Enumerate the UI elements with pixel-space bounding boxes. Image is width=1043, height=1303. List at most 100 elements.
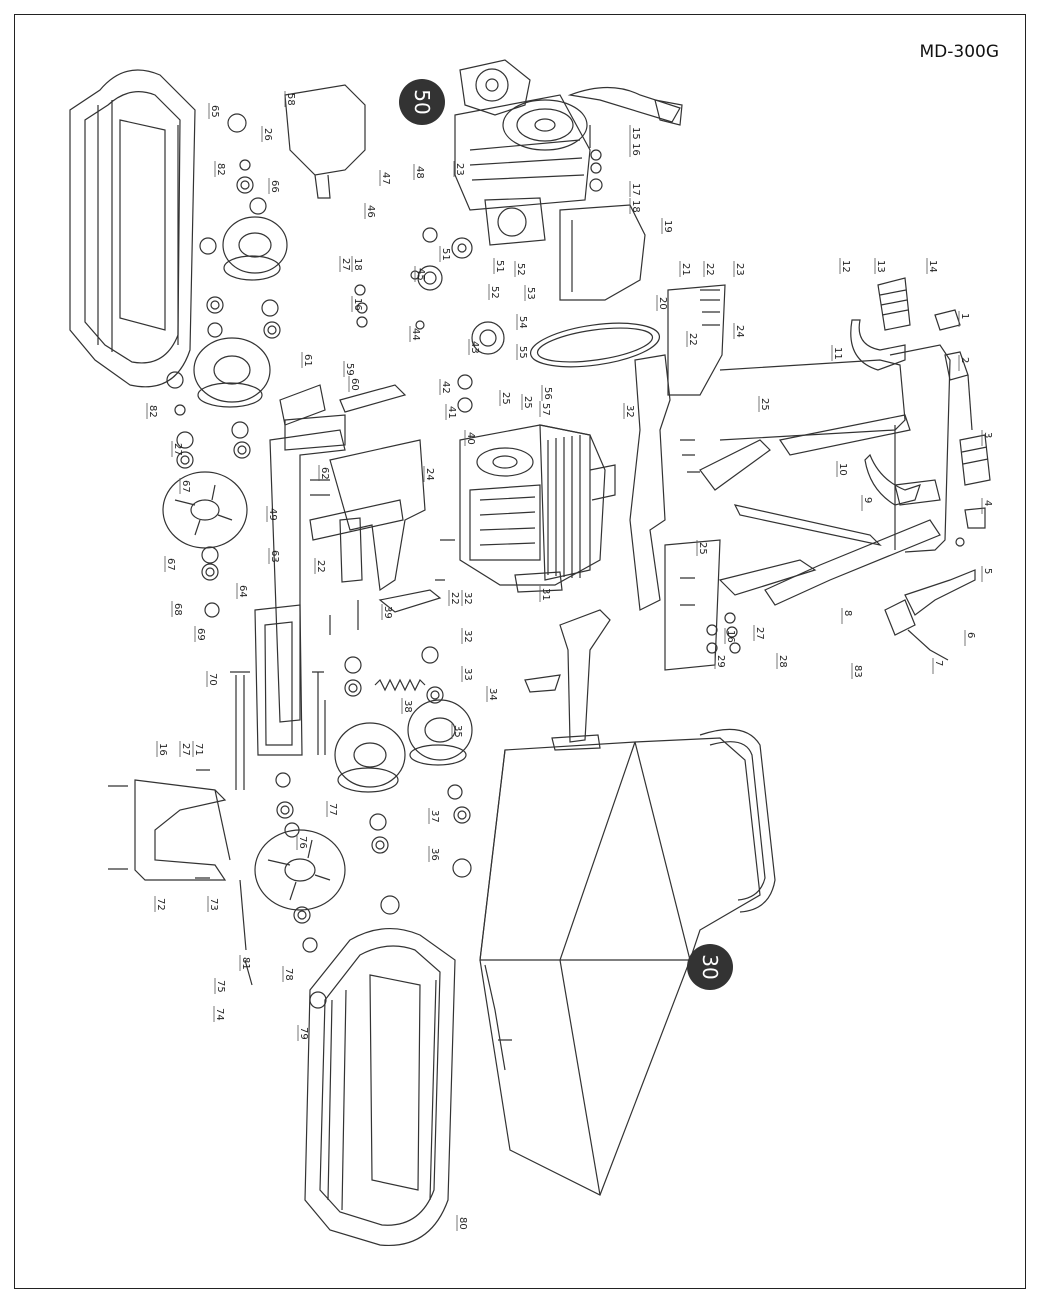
part-label: 16 bbox=[352, 298, 363, 311]
transmission-assembly bbox=[454, 59, 683, 246]
part-label: 76 bbox=[297, 836, 308, 849]
part-label: 33 bbox=[462, 668, 473, 681]
part-label: 18 bbox=[630, 200, 641, 213]
part-label: 5 bbox=[982, 568, 993, 574]
part-label: 81 bbox=[240, 957, 251, 970]
grips bbox=[877, 277, 991, 486]
part-label: 66 bbox=[269, 180, 280, 193]
hardware-small-parts bbox=[166, 113, 741, 1009]
part-label: 27 bbox=[340, 258, 351, 271]
part-label: 69 bbox=[195, 628, 206, 641]
part-label: 32 bbox=[462, 592, 473, 605]
track-upper-left bbox=[69, 69, 196, 388]
part-label: 42 bbox=[440, 381, 451, 394]
shield-59 bbox=[284, 84, 366, 199]
tow-bar bbox=[524, 609, 611, 751]
part-label: 10 bbox=[837, 463, 848, 476]
main-frame bbox=[254, 384, 426, 756]
part-label: 52 bbox=[515, 263, 526, 276]
part-label: 16 bbox=[157, 743, 168, 756]
part-label: 60 bbox=[349, 378, 360, 391]
part-label: 67 bbox=[165, 558, 176, 571]
part-label: 3 bbox=[982, 432, 993, 438]
part-label: 52 bbox=[489, 286, 500, 299]
drawing-frame bbox=[14, 14, 1026, 1289]
part-label: 74 bbox=[214, 1008, 225, 1021]
part-label: 77 bbox=[327, 803, 338, 816]
part-label: 82 bbox=[147, 405, 158, 418]
part-label: 25 bbox=[759, 398, 770, 411]
part-label: 65 bbox=[209, 105, 220, 118]
part-label: 17 bbox=[630, 183, 641, 196]
model-label: MD-300G bbox=[919, 42, 999, 62]
part-label: 40 bbox=[465, 432, 476, 445]
part-label: 44 bbox=[410, 328, 421, 341]
part-label: 22 bbox=[449, 592, 460, 605]
part-label: 2 bbox=[959, 357, 970, 363]
part-label: 38 bbox=[402, 700, 413, 713]
frame-26 bbox=[629, 354, 671, 611]
part-label: 11 bbox=[832, 347, 843, 360]
part-label: 27 bbox=[172, 443, 183, 456]
control-levers bbox=[850, 309, 986, 661]
part-label: 78 bbox=[283, 968, 294, 981]
part-label: 25 bbox=[500, 392, 511, 405]
handlebar-assembly bbox=[699, 344, 951, 606]
part-label: 9 bbox=[862, 497, 873, 503]
part-label: 22 bbox=[315, 560, 326, 573]
part-label: 1 bbox=[959, 313, 970, 319]
bracket-61 bbox=[339, 384, 407, 413]
part-label: 22 bbox=[704, 263, 715, 276]
part-label: 41 bbox=[446, 406, 457, 419]
part-label: 59 bbox=[344, 363, 355, 376]
badge-50: 50 bbox=[410, 89, 434, 114]
belt-20-inner bbox=[536, 327, 654, 363]
part-label: 31 bbox=[540, 588, 551, 601]
part-label: 23 bbox=[734, 263, 745, 276]
part-label: 34 bbox=[487, 688, 498, 701]
part-label: 6 bbox=[965, 632, 976, 638]
part-label: 61 bbox=[302, 354, 313, 367]
part-label: 27 bbox=[180, 743, 191, 756]
bracket-73 bbox=[134, 779, 231, 881]
badge-30-circle bbox=[687, 944, 733, 990]
part-label: 82 bbox=[215, 163, 226, 176]
part-label: 24 bbox=[734, 325, 745, 338]
part-label: 83 bbox=[852, 665, 863, 678]
part-label: 55 bbox=[517, 346, 528, 359]
part-label: 68 bbox=[172, 603, 183, 616]
part-label: 37 bbox=[429, 810, 440, 823]
part-label: 28 bbox=[777, 655, 788, 668]
part-label: 45 bbox=[415, 268, 426, 281]
part-label: 64 bbox=[237, 585, 248, 598]
part-label: 12 bbox=[840, 260, 851, 273]
badge-30: 30 bbox=[698, 954, 722, 979]
part-label: 56 bbox=[542, 387, 553, 400]
part-label: 4 bbox=[982, 500, 993, 506]
part-label: 20 bbox=[657, 297, 668, 310]
part-label: 32 bbox=[462, 630, 473, 643]
part-label: 75 bbox=[215, 980, 226, 993]
part-label: 73 bbox=[208, 898, 219, 911]
part-label: 21 bbox=[680, 263, 691, 276]
part-label: 15 bbox=[630, 127, 641, 140]
part-label: 49 bbox=[267, 508, 278, 521]
part-label: 14 bbox=[927, 260, 938, 273]
part-label: 27 bbox=[754, 627, 765, 640]
part-label: 53 bbox=[525, 287, 536, 300]
part-label: 48 bbox=[414, 166, 425, 179]
part-label: 18 bbox=[352, 258, 363, 271]
part-label: 67 bbox=[180, 480, 191, 493]
part-label: 36 bbox=[429, 848, 440, 861]
track-lower bbox=[304, 927, 456, 1247]
part-label: 80 bbox=[457, 1217, 468, 1230]
spring-39 bbox=[374, 678, 426, 692]
part-label: 71 bbox=[193, 743, 204, 756]
part-label: 57 bbox=[540, 403, 551, 416]
part-label: 43 bbox=[469, 341, 480, 354]
part-label: 47 bbox=[380, 172, 391, 185]
part-label: 16 bbox=[725, 630, 736, 643]
part-label: 39 bbox=[382, 606, 393, 619]
